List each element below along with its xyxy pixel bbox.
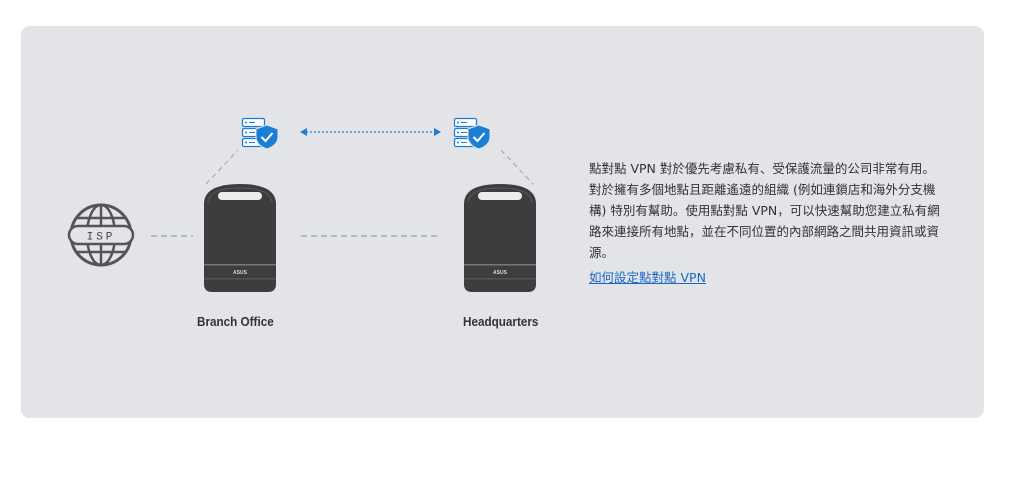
router-logo: ASUS bbox=[233, 270, 248, 276]
vpn-tunnel-arrow bbox=[300, 128, 441, 136]
server-shield-icon bbox=[453, 117, 491, 150]
branch-office-label: Branch Office bbox=[197, 314, 274, 329]
branch-router-device: ASUS bbox=[204, 184, 276, 292]
isp-label: ISP bbox=[87, 232, 116, 244]
hq-router-device: ASUS bbox=[464, 184, 536, 292]
vpn-info-card: ISP bbox=[21, 26, 984, 418]
hq-server-link bbox=[500, 149, 534, 185]
router-logo: ASUS bbox=[493, 270, 508, 276]
site-to-site-diagram: ISP bbox=[67, 117, 536, 292]
server-shield-icon bbox=[241, 117, 279, 150]
globe-isp-icon: ISP bbox=[67, 203, 135, 267]
branch-server-link bbox=[205, 149, 239, 185]
headquarters-label: Headquarters bbox=[463, 314, 539, 329]
vpn-description: 點對點 VPN 對於優先考慮私有、受保護流量的公司非常有用。對於擁有多個地點且距… bbox=[589, 161, 940, 260]
how-to-setup-vpn-link[interactable]: 如何設定點對點 VPN bbox=[589, 270, 706, 285]
